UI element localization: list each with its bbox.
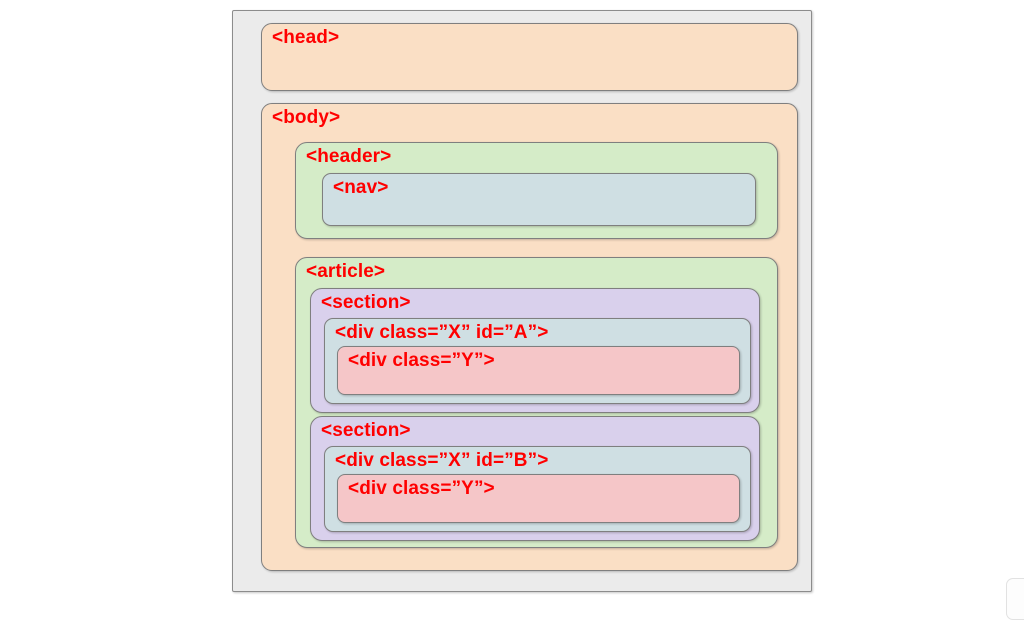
section-element-box-b[interactable]: <section> <div class=”X” id=”B”> <div cl… bbox=[310, 416, 760, 541]
document-container: <head> <body> <header> <nav> <article> <… bbox=[232, 10, 812, 592]
article-element-label: <article> bbox=[306, 261, 386, 282]
head-element-label: <head> bbox=[272, 27, 340, 48]
body-element-label: <body> bbox=[272, 107, 341, 128]
article-element-box[interactable]: <article> <section> <div class=”X” id=”A… bbox=[295, 257, 778, 548]
div-x-label-a: <div class=”X” id=”A”> bbox=[335, 322, 549, 343]
header-element-box[interactable]: <header> <nav> bbox=[295, 142, 778, 239]
div-x-box-a[interactable]: <div class=”X” id=”A”> <div class=”Y”> bbox=[324, 318, 751, 404]
body-element-box[interactable]: <body> <header> <nav> <article> <section… bbox=[261, 103, 798, 571]
head-element-box[interactable]: <head> bbox=[261, 23, 798, 91]
div-x-label-b: <div class=”X” id=”B”> bbox=[335, 450, 549, 471]
div-y-label-b: <div class=”Y”> bbox=[348, 478, 495, 499]
nav-element-label: <nav> bbox=[333, 177, 389, 198]
header-element-label: <header> bbox=[306, 146, 392, 167]
div-y-label-a: <div class=”Y”> bbox=[348, 350, 495, 371]
section-element-label-b: <section> bbox=[321, 420, 411, 441]
diagram-canvas: <head> <body> <header> <nav> <article> <… bbox=[232, 10, 1024, 620]
corner-artifact bbox=[1006, 578, 1024, 620]
div-y-box-b[interactable]: <div class=”Y”> bbox=[337, 474, 740, 523]
div-x-box-b[interactable]: <div class=”X” id=”B”> <div class=”Y”> bbox=[324, 446, 751, 532]
nav-element-box[interactable]: <nav> bbox=[322, 173, 756, 226]
section-element-box-a[interactable]: <section> <div class=”X” id=”A”> <div cl… bbox=[310, 288, 760, 413]
section-element-label-a: <section> bbox=[321, 292, 411, 313]
div-y-box-a[interactable]: <div class=”Y”> bbox=[337, 346, 740, 395]
